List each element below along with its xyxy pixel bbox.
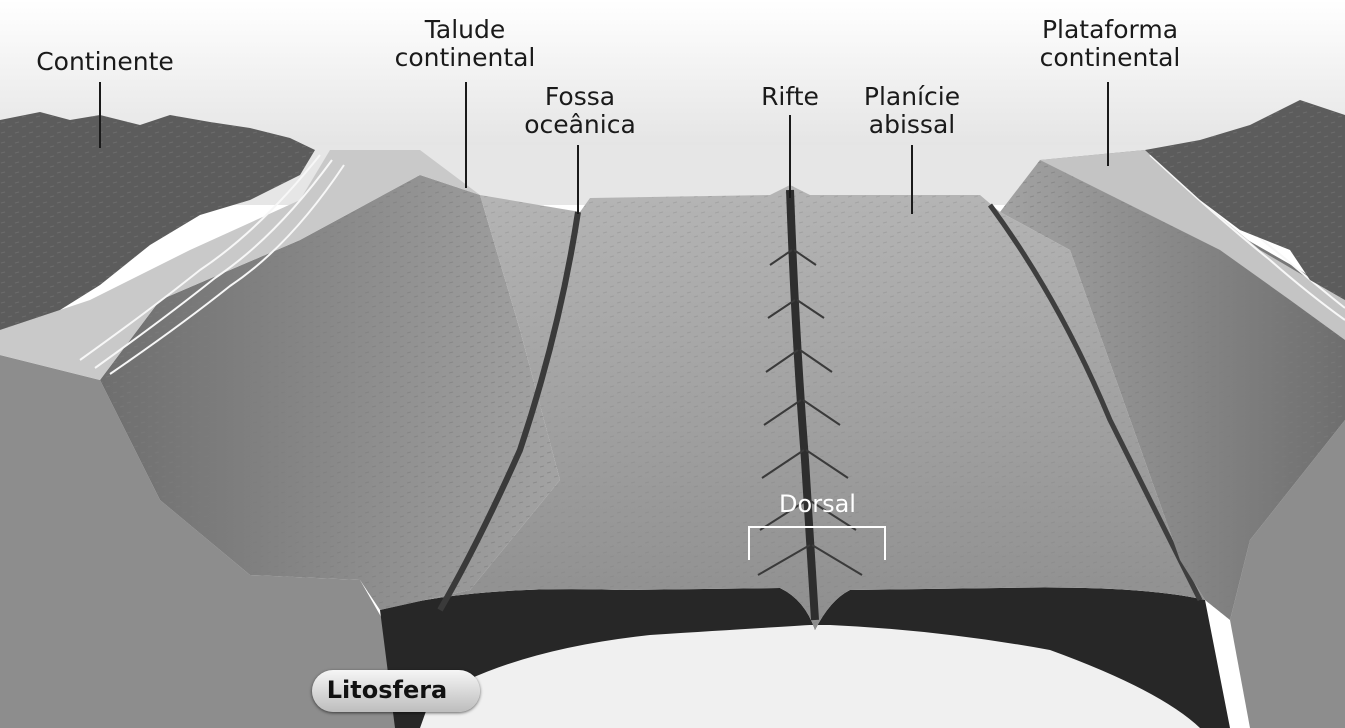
label-planicie-line1: Planície [852, 83, 972, 111]
label-talude-line2: continental [380, 44, 550, 72]
label-fossa-line1: Fossa [515, 83, 645, 111]
label-continente-text: Continente [30, 48, 180, 76]
label-rifte-text: Rifte [745, 83, 835, 111]
label-continente: Continente [30, 48, 180, 76]
label-plataforma-continental: Plataforma continental [1025, 16, 1195, 72]
label-rifte: Rifte [745, 83, 835, 111]
label-planicie-abissal: Planície abissal [852, 83, 972, 139]
label-planicie-line2: abissal [852, 111, 972, 139]
label-plataforma-line2: continental [1025, 44, 1195, 72]
label-fossa-line2: oceânica [515, 111, 645, 139]
label-plataforma-line1: Plataforma [1025, 16, 1195, 44]
label-dorsal: Dorsal [760, 490, 875, 518]
label-talude-continental: Talude continental [380, 16, 550, 72]
label-fossa-oceanica: Fossa oceânica [515, 83, 645, 139]
label-talude-line1: Talude [380, 16, 550, 44]
label-litosfera: Litosfera [312, 676, 462, 704]
